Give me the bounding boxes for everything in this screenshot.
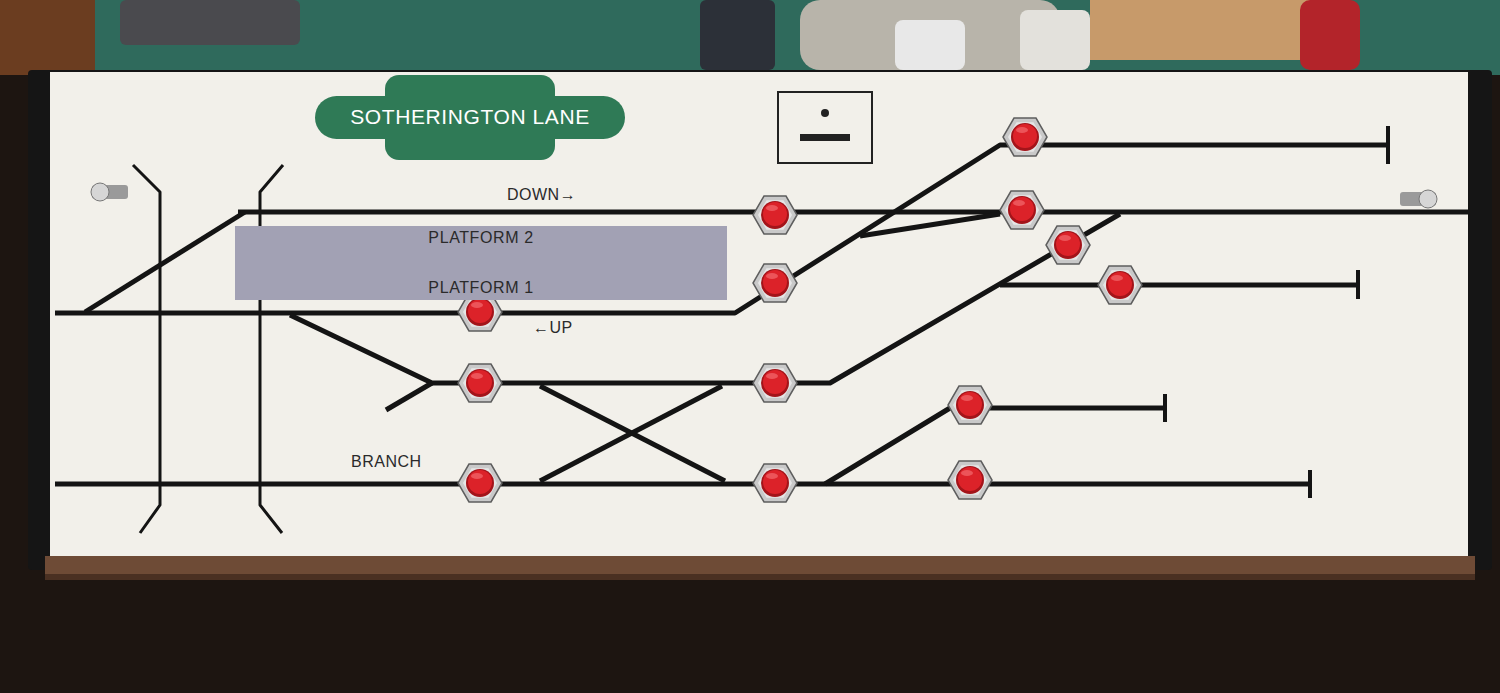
siding-track bbox=[1000, 283, 1358, 288]
screw-head bbox=[91, 183, 109, 201]
panel-face bbox=[50, 72, 1468, 558]
crossover-track bbox=[85, 212, 245, 312]
cutter-handle bbox=[1300, 0, 1360, 70]
desk-top bbox=[0, 0, 1500, 75]
panel-lip bbox=[45, 556, 1475, 580]
bridge-line bbox=[133, 165, 160, 533]
track-lines bbox=[55, 145, 1468, 484]
down-main-track bbox=[238, 210, 1468, 215]
platform-name: PLATFORM 2 bbox=[428, 229, 533, 247]
push-button bbox=[1046, 226, 1090, 264]
push-button bbox=[753, 364, 797, 402]
branch-track bbox=[55, 482, 1310, 487]
push-button bbox=[948, 386, 992, 424]
totem-bar bbox=[315, 96, 625, 139]
up-main-track bbox=[55, 145, 1388, 313]
signal-box-icon bbox=[778, 92, 872, 163]
cutting-mat bbox=[95, 0, 1500, 75]
scissors-track bbox=[540, 386, 722, 481]
glue-bottle bbox=[1020, 10, 1090, 70]
wood-block bbox=[1090, 0, 1320, 60]
buffer-stops bbox=[1165, 126, 1388, 498]
push-button bbox=[753, 196, 797, 234]
platform-name: PLATFORM 1 bbox=[428, 279, 533, 297]
icon-bar bbox=[800, 134, 850, 141]
bridge-lines bbox=[133, 165, 283, 533]
push-button bbox=[458, 364, 502, 402]
direction-label: DOWN→ bbox=[507, 186, 576, 204]
push-buttons bbox=[458, 118, 1142, 502]
siding-track bbox=[825, 408, 1165, 484]
push-button bbox=[1000, 191, 1044, 229]
station-name: SOTHERINGTON LANE bbox=[350, 105, 590, 129]
crossover-track bbox=[860, 214, 1000, 236]
bridge-line bbox=[260, 165, 283, 533]
platform-band: PLATFORM 2 PLATFORM 1 bbox=[235, 226, 727, 300]
paint-bottle bbox=[700, 0, 775, 70]
push-button bbox=[753, 264, 797, 302]
screw-head bbox=[1419, 190, 1437, 208]
paint-pot bbox=[120, 0, 300, 45]
panel-frame bbox=[28, 70, 1492, 570]
station-totem: SOTHERINGTON LANE bbox=[315, 75, 625, 160]
push-button bbox=[753, 464, 797, 502]
scissors-track bbox=[540, 386, 725, 481]
push-button bbox=[1098, 266, 1142, 304]
push-button bbox=[1003, 118, 1047, 156]
buffer-stop bbox=[1163, 394, 1167, 422]
icon-frame bbox=[778, 92, 872, 163]
buffer-stop bbox=[1308, 470, 1312, 498]
push-button bbox=[458, 464, 502, 502]
panel-lip-edge bbox=[45, 574, 1475, 580]
siding-stub bbox=[386, 383, 432, 410]
buffer-stop bbox=[1356, 270, 1360, 299]
buffer-stop bbox=[1386, 126, 1390, 164]
direction-label: ←UP bbox=[533, 319, 573, 337]
glue-bottle bbox=[895, 20, 965, 70]
icon-dot bbox=[821, 109, 829, 117]
push-button bbox=[948, 461, 992, 499]
line-name: BRANCH bbox=[351, 453, 422, 471]
